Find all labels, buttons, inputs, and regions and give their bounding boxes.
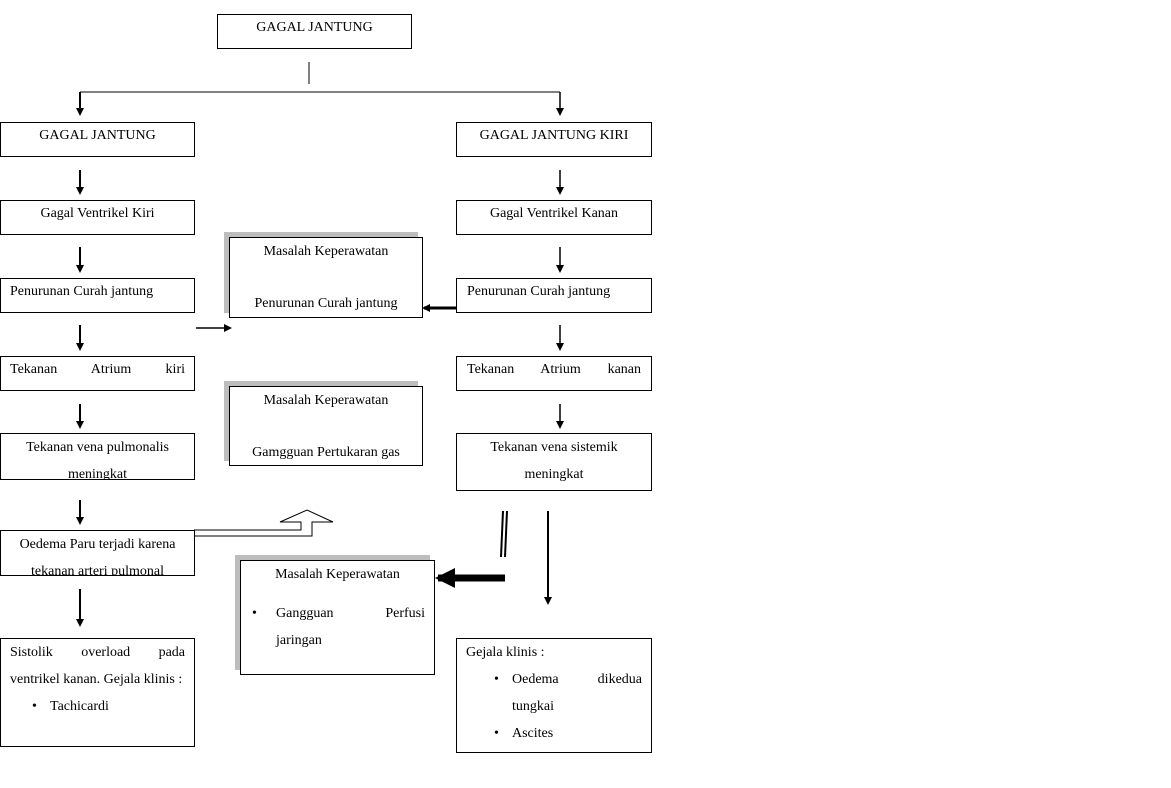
- left-vein-node: Tekanan vena pulmonalis meningkat: [0, 433, 195, 480]
- right-clinical-item-1: Oedema dikedua tungkai: [494, 666, 642, 720]
- problem-3-list: Gangguan Perfusi jaringan: [250, 600, 425, 654]
- problem-3-header: Masalah Keperawatan: [275, 567, 400, 582]
- problem-1-body: Penurunan Curah jantung: [254, 296, 398, 311]
- left-ventricle-node: Gagal Ventrikel Kiri: [0, 200, 195, 235]
- left-vein-label: Tekanan vena pulmonalis meningkat: [26, 440, 169, 480]
- root-node: GAGAL JANTUNG: [217, 14, 412, 49]
- right-vein-node: Tekanan vena sistemik meningkat: [456, 433, 652, 491]
- left-ventricle-label: Gagal Ventrikel Kiri: [40, 206, 155, 221]
- right-atrium-node: Tekanan Atrium kanan: [456, 356, 652, 391]
- left-output-node: Penurunan Curah jantung: [0, 278, 195, 313]
- left-edema-label: Oedema Paru terjadi karena tekanan arter…: [19, 537, 176, 576]
- double-line-a: [500, 510, 504, 558]
- right-title-node: GAGAL JANTUNG KIRI: [456, 122, 652, 157]
- problem-box-1: Masalah Keperawatan Penurunan Curah jant…: [229, 237, 423, 318]
- left-clinical-list: Tachicardi: [10, 693, 185, 720]
- right-ventricle-label: Gagal Ventrikel Kanan: [489, 206, 619, 221]
- problem-box-2: Masalah Keperawatan Gamgguan Pertukaran …: [229, 386, 423, 466]
- root-label: GAGAL JANTUNG: [256, 20, 373, 35]
- problem-3-body: Gangguan Perfusi jaringan: [252, 600, 425, 654]
- left-edema-node: Oedema Paru terjadi karena tekanan arter…: [0, 530, 195, 576]
- double-line-b: [504, 510, 508, 558]
- problem-box-3: Masalah Keperawatan Gangguan Perfusi jar…: [240, 560, 435, 675]
- problem-1-header: Masalah Keperawatan: [263, 244, 389, 259]
- right-atrium-label: Tekanan Atrium kanan: [467, 362, 641, 377]
- outline-arrow-edema: [194, 509, 334, 537]
- right-clinical-node: Gejala klinis : Oedema dikedua tungkai A…: [456, 638, 652, 753]
- left-atrium-label: Tekanan Atrium kiri: [10, 362, 185, 377]
- right-output-label: Penurunan Curah jantung: [467, 284, 611, 299]
- right-ventricle-node: Gagal Ventrikel Kanan: [456, 200, 652, 235]
- left-clinical-item: Tachicardi: [32, 693, 185, 720]
- problem-2-body: Gamgguan Pertukaran gas: [252, 445, 400, 460]
- left-atrium-node: Tekanan Atrium kiri: [0, 356, 195, 391]
- left-title-node: GAGAL JANTUNG: [0, 122, 195, 157]
- right-vein-line2: meningkat: [524, 467, 584, 482]
- right-vein-line1: Tekanan vena sistemik: [490, 440, 618, 455]
- left-output-label: Penurunan Curah jantung: [10, 284, 154, 299]
- problem-2-header: Masalah Keperawatan: [263, 393, 389, 408]
- right-output-node: Penurunan Curah jantung: [456, 278, 652, 313]
- right-clinical-list: Oedema dikedua tungkai Ascites: [466, 666, 642, 747]
- left-title-label: GAGAL JANTUNG: [39, 128, 156, 143]
- right-clinical-item-2: Ascites: [494, 720, 642, 747]
- right-clinical-text: Gejala klinis :: [466, 645, 545, 660]
- left-clinical-node: Sistolik overload pada ventrikel kanan. …: [0, 638, 195, 747]
- right-title-label: GAGAL JANTUNG KIRI: [479, 128, 629, 143]
- left-clinical-text: Sistolik overload pada ventrikel kanan. …: [10, 645, 185, 687]
